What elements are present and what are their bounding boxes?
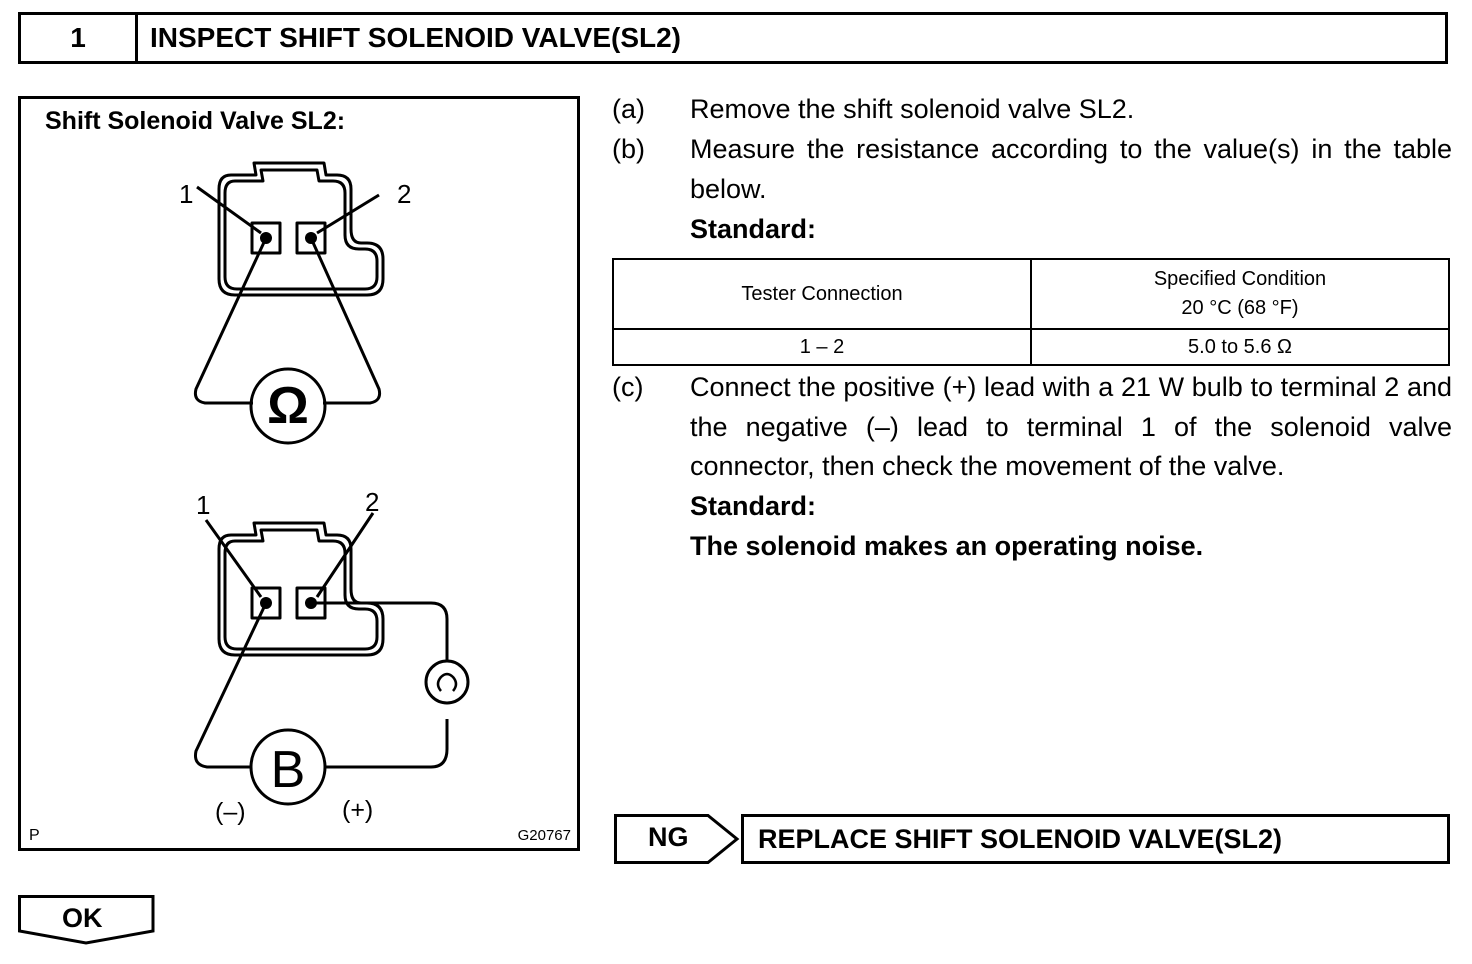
ng-tag: NG xyxy=(614,814,740,869)
bottom-terminal-2-pin xyxy=(305,597,317,609)
standard-c-label: Standard: xyxy=(690,491,817,521)
header-specified-condition: Specified Condition 20 °C (68 °F) xyxy=(1030,258,1450,330)
figure-code: G20767 xyxy=(517,827,571,844)
top-lead-2 xyxy=(309,237,382,405)
ok-label: OK xyxy=(62,903,103,933)
step-b-text: Measure the resistance according to the … xyxy=(690,134,1452,204)
header-tester-connection: Tester Connection xyxy=(612,258,1032,330)
bulb-circle xyxy=(424,659,470,705)
standard-c-text: The solenoid makes an operating noise. xyxy=(690,531,1204,561)
step-header: 1 INSPECT SHIFT SOLENOID VALVE(SL2) xyxy=(18,12,1448,64)
ok-arrow-shape xyxy=(18,895,155,945)
top-terminal-1-label: 1 xyxy=(179,179,193,209)
bulb-to-battery-lead xyxy=(324,719,449,769)
bottom-terminal-1-label: 1 xyxy=(196,490,210,520)
top-lead-1 xyxy=(193,237,268,405)
row-tester-connection: 1 – 2 xyxy=(612,328,1032,366)
table-row: 1 – 2 5.0 to 5.6 Ω xyxy=(612,328,1450,366)
pointer-line-2-top xyxy=(316,193,380,235)
ohm-symbol: Ω xyxy=(267,377,309,435)
step-b-label: (b) xyxy=(612,134,645,164)
pointer-line-2-bottom xyxy=(315,512,375,598)
ohmmeter-circle xyxy=(249,367,327,445)
bottom-terminal-2-label: 2 xyxy=(365,487,379,517)
resistance-spec-table: Tester Connection Specified Condition 20… xyxy=(612,258,1450,366)
ok-tag: OK xyxy=(18,895,156,950)
figure-caption: Shift Solenoid Valve SL2: xyxy=(45,107,346,135)
bulb-filament xyxy=(436,672,458,692)
step-title: INSPECT SHIFT SOLENOID VALVE(SL2) xyxy=(150,22,682,53)
connector-diagram-drawing: 1 2 Ω 1 2 B (–) (+) xyxy=(179,161,470,826)
top-terminal-2-pin xyxy=(305,232,317,244)
top-terminal-2-box xyxy=(295,221,327,255)
top-terminal-1-box xyxy=(250,221,282,255)
bottom-lead-positive-to-bulb xyxy=(311,601,449,661)
figure-corner-mark: P xyxy=(29,827,40,844)
step-c-text: Connect the positive (+) lead with a 21 … xyxy=(690,372,1452,481)
step-number: 1 xyxy=(21,15,138,61)
pointer-line-1-top xyxy=(196,185,262,235)
row-specified-condition: 5.0 to 5.6 Ω xyxy=(1030,328,1450,366)
standard-b-label: Standard: xyxy=(690,214,817,244)
positive-terminal-label: (+) xyxy=(342,796,373,824)
header-condition-line1: Specified Condition xyxy=(1153,268,1327,290)
table-header-row: Tester Connection Specified Condition 20… xyxy=(612,258,1450,330)
bottom-lead-negative xyxy=(194,602,268,769)
ng-action-box: REPLACE SHIFT SOLENOID VALVE(SL2) xyxy=(741,814,1450,864)
bottom-terminal-1-pin xyxy=(260,597,272,609)
solenoid-diagram: 1 2 Ω 1 2 B (–) (+) Shift Solenoid Valve… xyxy=(18,96,580,851)
step-a-text: Remove the shift solenoid valve SL2. xyxy=(690,94,1135,124)
top-terminal-1-pin xyxy=(260,232,272,244)
pointer-line-1-bottom xyxy=(204,519,263,598)
bottom-terminal-1-box xyxy=(250,586,282,620)
header-condition-line2: 20 °C (68 °F) xyxy=(1181,297,1299,319)
step-c-label: (c) xyxy=(612,372,644,402)
top-terminal-2-label: 2 xyxy=(397,179,411,209)
ng-arrow-shape xyxy=(614,814,740,864)
ng-label: NG xyxy=(648,822,689,852)
negative-terminal-label: (–) xyxy=(215,798,246,826)
battery-symbol: B xyxy=(271,741,306,799)
step-a-label: (a) xyxy=(612,94,645,124)
battery-circle xyxy=(249,728,327,806)
top-connector-housing xyxy=(217,161,385,297)
